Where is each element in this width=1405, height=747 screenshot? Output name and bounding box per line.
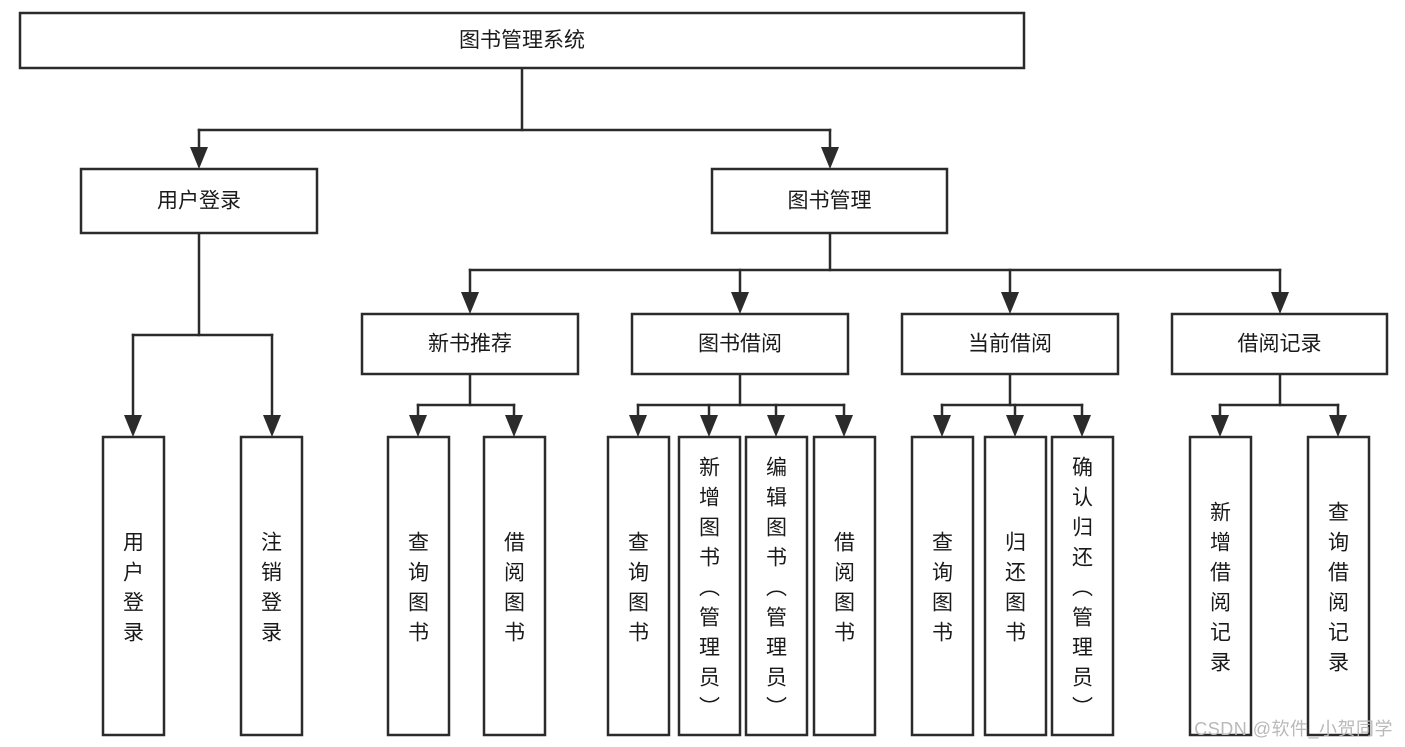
- node-leaf-bb-edit[interactable]: 编辑图书︵管理员︶: [744, 435, 809, 737]
- node-box[interactable]: [1050, 435, 1115, 737]
- node-l3-book-borrow[interactable]: 图书借阅: [630, 312, 850, 376]
- edges-layer: [124, 66, 1347, 437]
- node-label: 借阅图书: [504, 531, 525, 644]
- node-label: 编辑图书︵管理员︶: [766, 456, 787, 719]
- node-root[interactable]: 图书管理系统: [18, 11, 1026, 70]
- node-leaf-br-query[interactable]: 查询借阅记录: [1306, 435, 1371, 737]
- node-leaf-nb-query[interactable]: 查询图书: [386, 435, 451, 737]
- node-label: 当前借阅: [968, 333, 1052, 356]
- node-box[interactable]: [744, 435, 809, 737]
- arrow-head-icon: [835, 415, 853, 437]
- node-l3-new-book[interactable]: 新书推荐: [360, 312, 580, 376]
- node-label: 查询借阅记录: [1328, 501, 1349, 674]
- node-label: 图书管理系统: [459, 29, 585, 52]
- node-leaf-logout[interactable]: 注销登录: [239, 435, 304, 737]
- node-label: 用户登录: [157, 190, 241, 213]
- arrow-head-icon: [700, 415, 718, 437]
- arrow-head-icon: [1329, 415, 1347, 437]
- node-label: 归还图书: [1005, 531, 1026, 644]
- arrow-head-icon: [461, 292, 479, 314]
- arrow-head-icon: [767, 415, 785, 437]
- arrow-head-icon: [821, 147, 839, 169]
- node-label: 借阅记录: [1238, 333, 1322, 356]
- node-box[interactable]: [18, 11, 1026, 70]
- node-box[interactable]: [386, 435, 451, 737]
- node-box[interactable]: [1170, 312, 1389, 376]
- node-label: 查询图书: [628, 531, 649, 644]
- arrow-head-icon: [124, 415, 142, 437]
- arrow-head-icon: [1073, 415, 1091, 437]
- node-box[interactable]: [79, 167, 319, 235]
- arrow-head-icon: [629, 415, 647, 437]
- node-box[interactable]: [1188, 435, 1253, 737]
- arrow-head-icon: [1271, 292, 1289, 314]
- node-box[interactable]: [360, 312, 580, 376]
- node-box[interactable]: [482, 435, 547, 737]
- node-leaf-cb-query[interactable]: 查询图书: [910, 435, 975, 737]
- node-box[interactable]: [101, 435, 166, 737]
- arrow-head-icon: [190, 147, 208, 169]
- node-l2-book-manage[interactable]: 图书管理: [710, 167, 949, 235]
- node-box[interactable]: [1306, 435, 1371, 737]
- node-box[interactable]: [677, 435, 742, 737]
- arrow-head-icon: [505, 415, 523, 437]
- node-label: 用户登录: [123, 531, 144, 644]
- node-label: 新书推荐: [428, 333, 512, 356]
- arrow-head-icon: [1001, 292, 1019, 314]
- node-label: 新增图书︵管理员︶: [699, 456, 720, 719]
- node-box[interactable]: [630, 312, 850, 376]
- arrow-head-icon: [933, 415, 951, 437]
- arrow-head-icon: [409, 415, 427, 437]
- node-box[interactable]: [606, 435, 671, 737]
- node-label: 确认归还︵管理员︶: [1072, 456, 1093, 719]
- node-l3-current-borrow[interactable]: 当前借阅: [900, 312, 1120, 376]
- node-l3-borrow-record[interactable]: 借阅记录: [1170, 312, 1389, 376]
- arrow-head-icon: [1211, 415, 1229, 437]
- node-label: 图书借阅: [698, 333, 782, 356]
- node-box[interactable]: [239, 435, 304, 737]
- node-label: 图书管理: [788, 190, 872, 213]
- node-leaf-cb-confirm[interactable]: 确认归还︵管理员︶: [1050, 435, 1115, 737]
- node-label: 新增借阅记录: [1210, 501, 1231, 674]
- node-leaf-user-login[interactable]: 用户登录: [101, 435, 166, 737]
- node-box[interactable]: [910, 435, 975, 737]
- node-box[interactable]: [900, 312, 1120, 376]
- node-label: 查询图书: [408, 531, 429, 644]
- node-box[interactable]: [812, 435, 877, 737]
- node-label: 查询图书: [932, 531, 953, 644]
- arrow-head-icon: [1006, 415, 1024, 437]
- node-leaf-bb-borrow[interactable]: 借阅图书: [812, 435, 877, 737]
- node-box[interactable]: [710, 167, 949, 235]
- arrow-head-icon: [731, 292, 749, 314]
- node-leaf-br-add[interactable]: 新增借阅记录: [1188, 435, 1253, 737]
- node-label: 注销登录: [261, 531, 282, 644]
- node-leaf-bb-query[interactable]: 查询图书: [606, 435, 671, 737]
- node-leaf-nb-borrow[interactable]: 借阅图书: [482, 435, 547, 737]
- node-l2-user-login[interactable]: 用户登录: [79, 167, 319, 235]
- node-label: 借阅图书: [834, 531, 855, 644]
- node-leaf-cb-return[interactable]: 归还图书: [983, 435, 1048, 737]
- node-box[interactable]: [983, 435, 1048, 737]
- node-leaf-bb-add[interactable]: 新增图书︵管理员︶: [677, 435, 742, 737]
- arrow-head-icon: [263, 415, 281, 437]
- nodes-layer: 图书管理系统用户登录图书管理新书推荐图书借阅当前借阅借阅记录用户登录注销登录查询…: [18, 11, 1389, 737]
